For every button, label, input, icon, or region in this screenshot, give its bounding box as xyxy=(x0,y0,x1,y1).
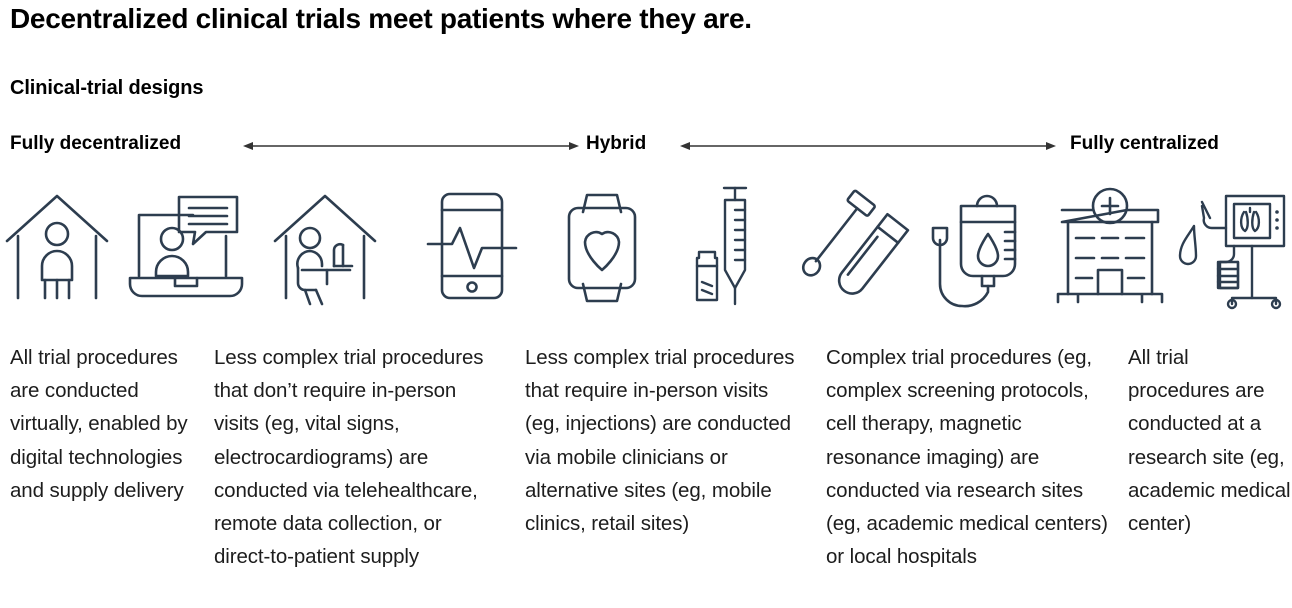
arrow-decentralized-to-hybrid xyxy=(243,136,579,156)
description-less-complex-remote: Less complex trial procedures that don’t… xyxy=(214,346,484,569)
description-less-complex-in-person: Less complex trial procedures that requi… xyxy=(525,346,795,536)
description-fully-centralized: All trial procedures are conducted at a … xyxy=(1128,346,1291,536)
spectrum-label-fully-decentralized: Fully decentralized xyxy=(10,133,182,154)
description-fully-decentralized: All trial procedures are conducted virtu… xyxy=(10,346,188,502)
page-title: Decentralized clinical trials meet patie… xyxy=(10,3,752,34)
smartphone-ecg-icon xyxy=(426,188,518,308)
hospital-building-icon xyxy=(1054,187,1166,308)
icon-row xyxy=(0,186,1292,313)
laptop-telehealth-icon xyxy=(127,188,245,308)
arrow-hybrid-to-centralized xyxy=(680,136,1056,156)
iv-drip-bag-icon xyxy=(925,188,1031,308)
section-subtitle: Clinical-trial designs xyxy=(10,77,204,99)
house-with-person-icon xyxy=(4,188,110,308)
syringe-and-vial-icon xyxy=(694,186,758,308)
description-complex-research-sites: Complex trial procedures (eg, complex sc… xyxy=(826,346,1108,569)
swab-and-test-tube-icon xyxy=(801,188,910,308)
spectrum-scale: Fully decentralized Hybrid Fully central… xyxy=(0,130,1292,162)
house-with-desk-person-icon xyxy=(272,188,378,308)
description-columns: All trial procedures are conducted virtu… xyxy=(0,341,1292,608)
medical-imaging-cart-icon xyxy=(1178,188,1286,310)
spectrum-label-fully-centralized: Fully centralized xyxy=(1070,133,1219,154)
spectrum-label-hybrid: Hybrid xyxy=(586,133,647,154)
smartwatch-heart-icon xyxy=(557,188,647,308)
